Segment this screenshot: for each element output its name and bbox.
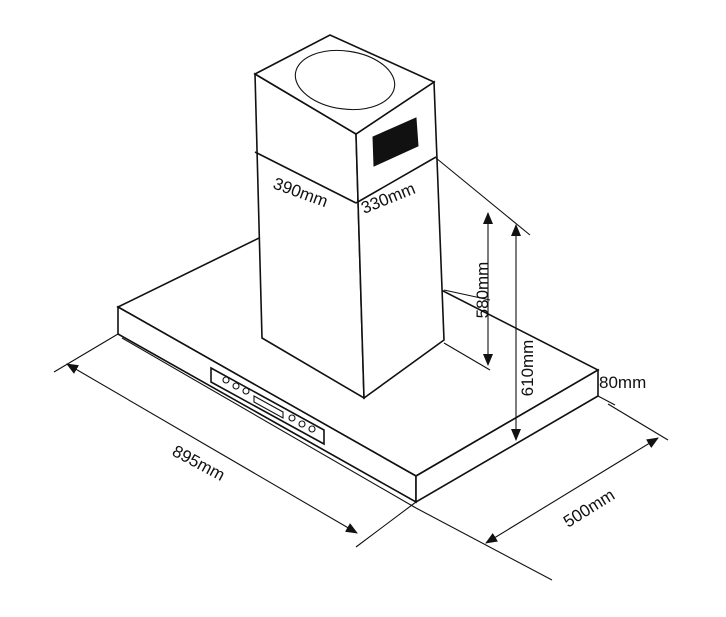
hood-chimney <box>253 34 445 400</box>
chimney-top-opening <box>294 49 396 111</box>
dimension-line-500 <box>485 437 659 544</box>
label-canopy-thickness: 80mm <box>599 373 646 392</box>
dimension-line-895 <box>66 363 358 534</box>
label-chimney-height: 580mm <box>473 262 492 319</box>
chimney-top-face <box>253 34 436 135</box>
label-total-height: 610mm <box>518 340 537 397</box>
dimension-arrows <box>66 212 659 544</box>
label-canopy-width: 895mm <box>169 441 228 484</box>
chimney-vent <box>372 117 419 167</box>
extension-lines <box>53 157 669 581</box>
